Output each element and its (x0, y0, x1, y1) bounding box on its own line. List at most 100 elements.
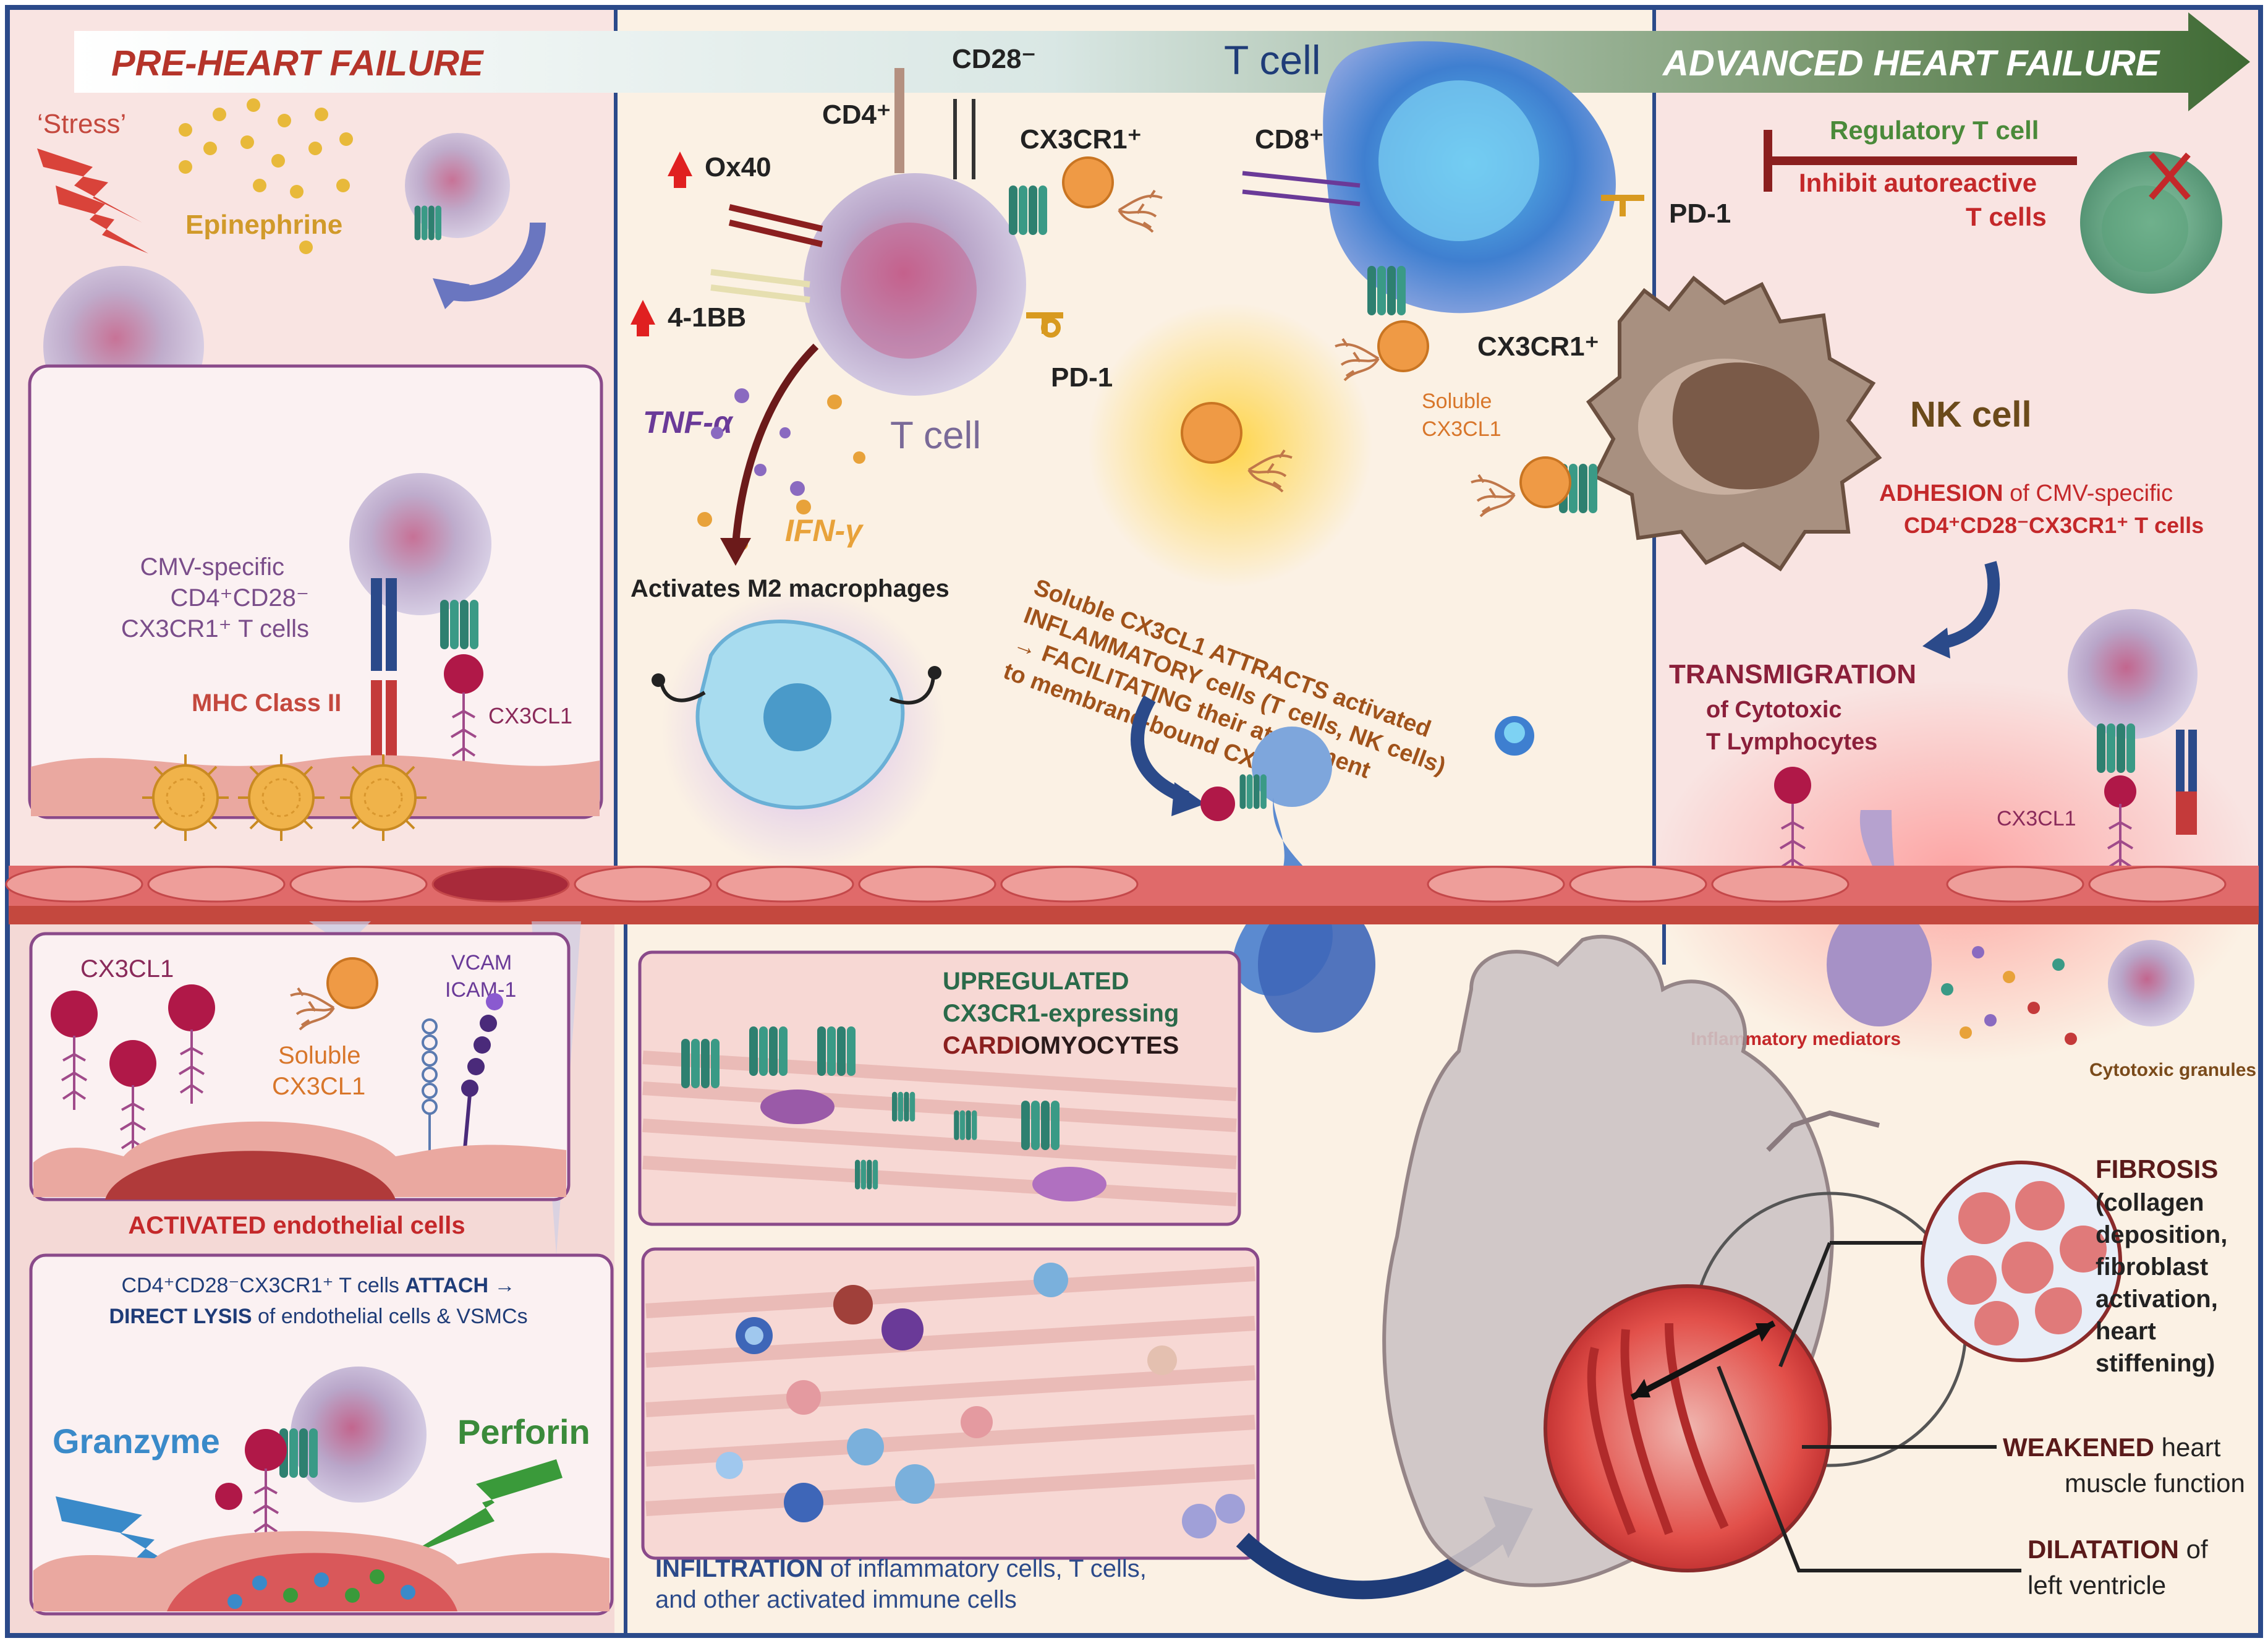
inhibit-label2: T cells (1966, 202, 2047, 231)
tcell-cmv (349, 473, 491, 671)
cd8-tcell (1242, 41, 1644, 382)
tcell-right-lower (2108, 940, 2194, 1026)
activated-soluble-cx3cl1-label: CX3CL1 (272, 1073, 365, 1100)
dilatation-arrow (1630, 1320, 1776, 1401)
banner-tcell-label: T cell (1224, 37, 1321, 83)
arrow-icon-m2 (732, 343, 819, 545)
advanced-heart-failure-label: ADVANCED HEART FAILURE (1662, 43, 2161, 83)
upregulated-line3: CARDIOMYOCYTES (943, 1032, 1179, 1059)
ox40-label: Ox40 (705, 152, 771, 182)
transmigration-label3: T Lymphocytes (1706, 729, 1877, 755)
up-arrow-icon-41bb (631, 300, 655, 325)
soluble-cx3cl1-ball (1181, 402, 1242, 464)
fibrosis-line2: deposition, (2096, 1221, 2227, 1248)
virus-icon-3 (339, 753, 428, 842)
immune-cells-infiltrating (716, 1263, 1245, 1538)
soluble-ball-lower (326, 957, 378, 1009)
cardiomyocyte-fibers (642, 1051, 1237, 1206)
infiltration-line2: and other activated immune cells (655, 1586, 1017, 1613)
cx3cl1-ball-right (2104, 775, 2136, 808)
4-1bb-label: 4-1BB (668, 302, 746, 333)
infiltration-fibers (645, 1266, 1255, 1516)
arrow-head-attach (1171, 782, 1205, 816)
lv-muscle (1587, 1323, 1729, 1535)
lightning-icon-perforin (402, 1459, 563, 1558)
leader-fibrosis (1778, 1242, 1832, 1368)
nucleus-1 (760, 1090, 835, 1124)
cx3cl1-ball-left (444, 654, 483, 694)
arrow-head-m2 (720, 538, 751, 566)
arrow-icon-left-top (443, 222, 546, 302)
fibrosis-line3: fibroblast (2096, 1253, 2208, 1281)
epinephrine-label: Epinephrine (185, 210, 342, 240)
cx3cr1-label-cd8: CX3CR1⁺ (1477, 331, 1599, 362)
pd1-label-cd8: PD-1 (1669, 198, 1731, 229)
dilatation-label2: left ventricle (2028, 1571, 2166, 1600)
tcell-main-label: T cell (890, 414, 981, 457)
dilatation-arrow-head1 (1632, 1379, 1650, 1397)
lysis-line1: CD4⁺CD28⁻CX3CR1⁺ T cells ATTACH → (122, 1274, 516, 1297)
infiltration-line1: INFILTRATION of inflammatory cells, T ce… (655, 1555, 1147, 1582)
cmv-tcell-box (28, 364, 603, 819)
up-arrow-icon-ox40 (668, 151, 692, 176)
ifn-gamma-label: IFN-γ (785, 513, 864, 548)
regulatory-tcell (2080, 151, 2222, 294)
cd28-label: CD28⁻ (952, 44, 1036, 74)
cx3cl1-ball-right2 (1774, 767, 1811, 804)
lightning-icon-stress (37, 148, 148, 254)
inhibit-label: Inhibit autoreactive (1799, 168, 2037, 197)
granule-dots (227, 1569, 415, 1609)
cd4-label: CD4⁺ (822, 100, 891, 130)
soluble-label-mid: Soluble (1422, 390, 1492, 413)
fibrosis-line6: stiffening) (2096, 1350, 2215, 1377)
heart-vessel (1766, 1110, 1880, 1152)
arrow-head-adhesion (1922, 628, 1950, 659)
cx3cl1-label-left: CX3CL1 (488, 703, 572, 728)
leader-dilatation (1717, 1365, 2021, 1572)
dilatation-label: DILATATION of (2028, 1535, 2208, 1564)
adhesion-label: ADHESION of CMV-specific (1879, 480, 2173, 506)
tcell-lysis (245, 1367, 427, 1544)
stress-label: ‘Stress’ (37, 109, 126, 139)
cmv-line2: CD4⁺CD28⁻ (170, 584, 309, 612)
fibrosis-line4: activation, (2096, 1286, 2218, 1313)
adhesion-label2: CD4⁺CD28⁻CX3CR1⁺ T cells (1904, 513, 2204, 538)
upregulated-line2: CX3CR1-expressing (943, 1000, 1179, 1027)
activated-caption: ACTIVATED endothelial cells (128, 1212, 465, 1239)
arrow-head-left-top (433, 278, 470, 309)
nk-cell-label: NK cell (1910, 394, 2032, 435)
upregulated-line1: UPREGULATED (943, 968, 1129, 995)
cytotoxic-granules-label: Cytotoxic granules (2089, 1060, 2256, 1080)
weakened-label2: muscle function (2065, 1469, 2245, 1498)
lysis-line2: DIRECT LYSIS of endothelial cells & VSMC… (109, 1305, 527, 1328)
fibrosis-label: FIBROSIS (2096, 1154, 2218, 1183)
pre-heart-failure-label: PRE-HEART FAILURE (111, 43, 485, 83)
progression-banner-arrow (74, 12, 2250, 111)
activated-cx3cl1-label: CX3CL1 (80, 955, 174, 983)
endothelium-band-lower (9, 906, 2259, 924)
activated-endothelial-cell (105, 1151, 396, 1200)
outer-frame (5, 5, 2263, 1638)
nk-cell (1470, 275, 1882, 572)
virus-icon-2 (237, 753, 326, 842)
up-arrow-stem-41bb (637, 323, 649, 336)
nucleus-2 (1032, 1167, 1106, 1201)
cx3cr1-label-mid: CX3CR1⁺ (1020, 124, 1142, 155)
fibrosis-cells (1947, 1181, 2107, 1345)
arrow-icon-adhesion (1940, 561, 2000, 649)
virus-icon-1 (141, 753, 230, 842)
mhc-class-ii-molecule (371, 680, 397, 773)
fibrosis-line1: (collagen (2096, 1189, 2204, 1216)
activated-soluble-label: Soluble (278, 1042, 360, 1069)
icam-label: ICAM-1 (445, 978, 516, 1002)
cx3cl1-label-right: CX3CL1 (1997, 807, 2076, 830)
vcam-label: VCAM (451, 951, 512, 974)
cmv-line3: CX3CR1⁺ T cells (121, 615, 309, 642)
perforin-label: Perforin (457, 1412, 590, 1451)
transmigration-label: TRANSMIGRATION (1669, 659, 1916, 689)
tcell-right (2068, 609, 2198, 835)
tcell-middle-main (710, 68, 1163, 396)
epinephrine-dots (179, 98, 353, 254)
regulatory-tcell-label: Regulatory T cell (1830, 116, 2039, 145)
